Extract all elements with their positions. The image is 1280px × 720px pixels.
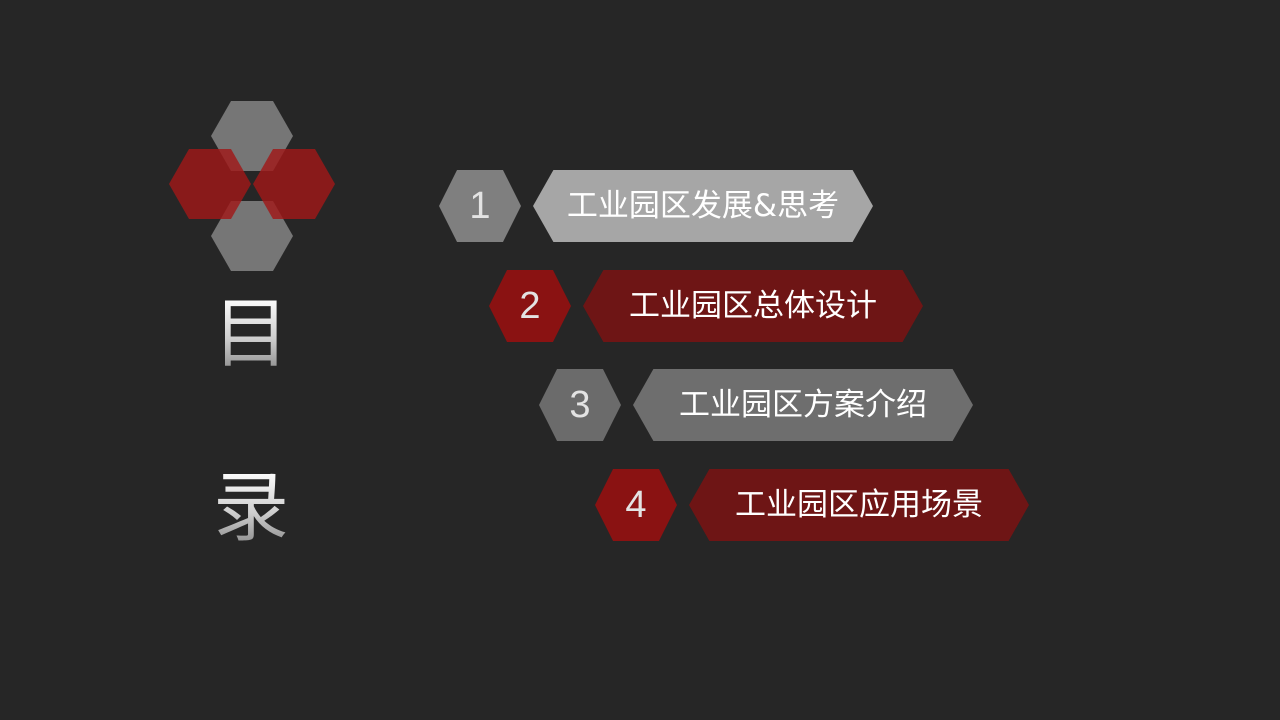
item-number: 1 (469, 185, 491, 227)
number-badge: 4 (595, 469, 677, 541)
label-bar: 工业园区应用场景 (689, 469, 1029, 541)
item-number: 4 (625, 484, 647, 526)
hexagon-left (169, 149, 251, 219)
label-bar: 工业园区发展&思考 (533, 170, 873, 242)
item-number: 2 (519, 285, 541, 327)
item-label: 工业园区发展&思考 (566, 187, 840, 224)
item-number: 3 (569, 384, 591, 426)
number-badge: 3 (539, 369, 621, 441)
item-label: 工业园区总体设计 (629, 287, 877, 324)
title-char-lu: 录 (201, 470, 301, 546)
number-badge: 2 (489, 270, 571, 342)
hexagon-right (253, 149, 335, 219)
label-bar: 工业园区总体设计 (583, 270, 923, 342)
number-badge: 1 (439, 170, 521, 242)
hexagon-bottom (211, 201, 293, 271)
title-char-mu: 目 (201, 296, 301, 372)
label-bar: 工业园区方案介绍 (633, 369, 973, 441)
hexagon-cluster-icon (169, 101, 335, 271)
item-label: 工业园区方案介绍 (679, 386, 927, 423)
item-label: 工业园区应用场景 (735, 486, 983, 523)
